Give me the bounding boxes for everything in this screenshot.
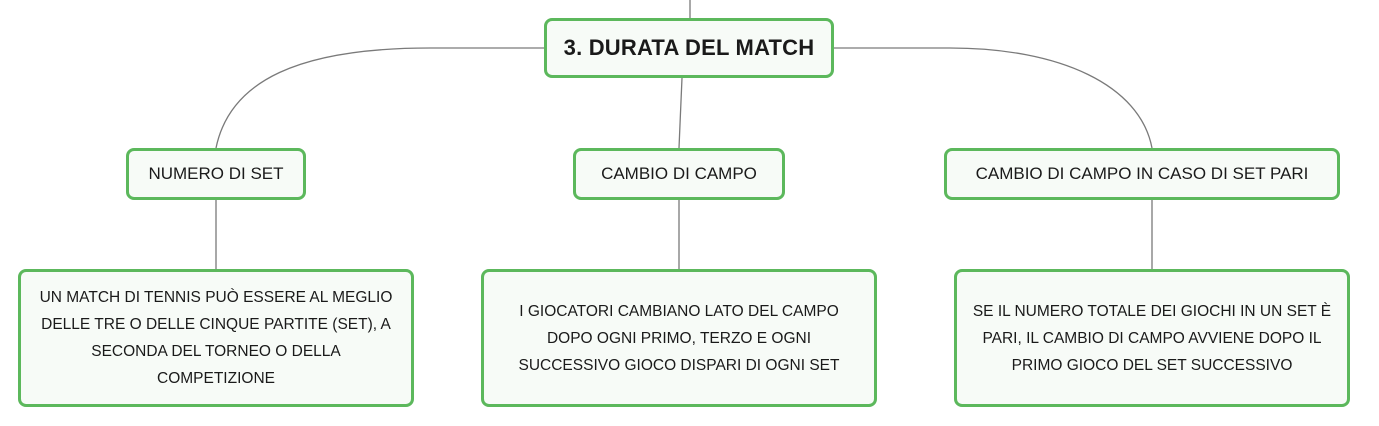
detail-text: I GIOCATORI CAMBIANO LATO DEL CAMPO DOPO…: [518, 302, 840, 374]
detail-node-cambio-di-campo-set-pari[interactable]: SE IL NUMERO TOTALE DEI GIOCHI IN UN SET…: [954, 269, 1350, 407]
topic-node-cambio-di-campo[interactable]: CAMBIO DI CAMPO: [573, 148, 785, 200]
topic-label: CAMBIO DI CAMPO: [601, 164, 757, 183]
connector-root-to-numero-di-set: [215, 47, 544, 149]
root-title: 3. DURATA DEL MATCH: [563, 35, 815, 60]
detail-node-numero-di-set[interactable]: UN MATCH DI TENNIS PUÒ ESSERE AL MEGLIO …: [18, 269, 414, 407]
topic-label: CAMBIO DI CAMPO IN CASO DI SET PARI: [975, 164, 1309, 183]
connector-root-to-cambio-set-pari: [834, 47, 1153, 149]
detail-node-cambio-di-campo[interactable]: I GIOCATORI CAMBIANO LATO DEL CAMPO DOPO…: [481, 269, 877, 407]
topic-label: NUMERO DI SET: [148, 164, 284, 183]
detail-text: SE IL NUMERO TOTALE DEI GIOCHI IN UN SET…: [972, 302, 1332, 374]
topic-node-numero-di-set[interactable]: NUMERO DI SET: [126, 148, 306, 200]
detail-text: UN MATCH DI TENNIS PUÒ ESSERE AL MEGLIO …: [39, 289, 393, 387]
root-node[interactable]: 3. DURATA DEL MATCH: [544, 18, 834, 78]
topic-node-cambio-di-campo-set-pari[interactable]: CAMBIO DI CAMPO IN CASO DI SET PARI: [944, 148, 1340, 200]
connector-root-to-cambio-di-campo: [678, 77, 683, 149]
